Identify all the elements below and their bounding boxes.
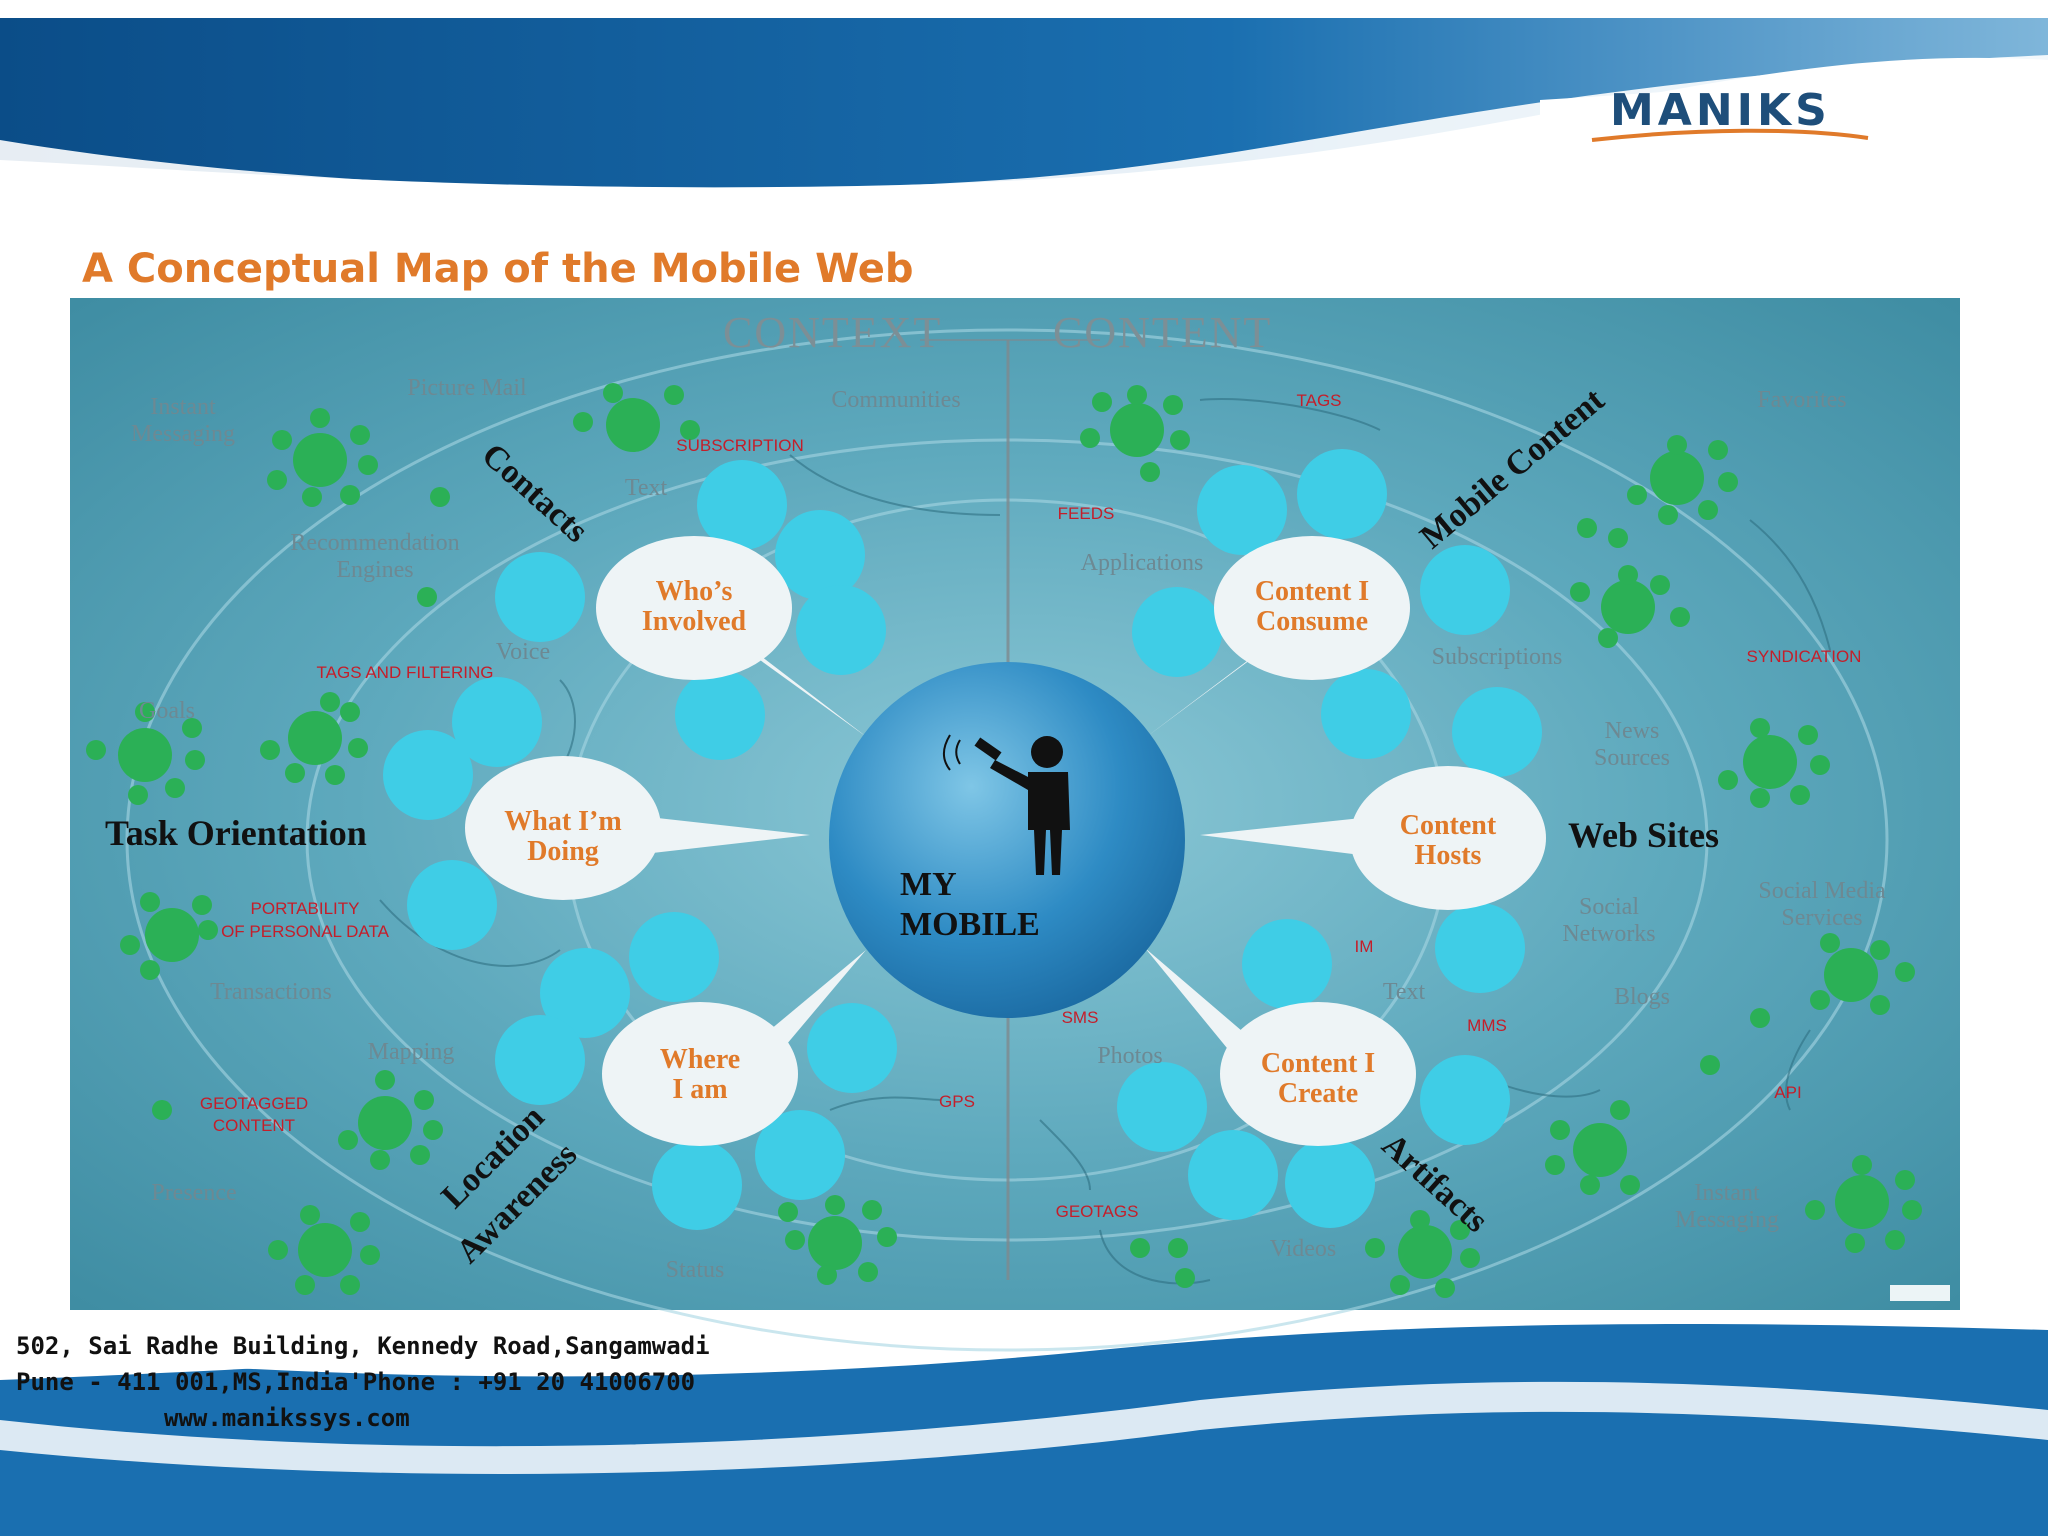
label-news-sources-1: News <box>1605 718 1660 744</box>
label-geotagged-2: CONTENT <box>213 1116 295 1135</box>
content-hosts-line2: Hosts <box>1415 840 1482 871</box>
content-hosts-line1: Content <box>1400 810 1497 841</box>
where-i-am-line1: Where <box>660 1044 740 1075</box>
center-line2: MOBILE <box>900 906 1040 943</box>
label-geotags: GEOTAGS <box>1056 1202 1139 1221</box>
label-picture-mail: Picture Mail <box>407 375 527 401</box>
where-i-am-line2: I am <box>672 1074 727 1105</box>
label-videos: Videos <box>1270 1236 1337 1262</box>
label-im: IM <box>1355 937 1374 956</box>
label-text-bottom: Text <box>1383 979 1426 1005</box>
label-subscription: SUBSCRIPTION <box>676 436 804 455</box>
what-doing-line2: Doing <box>527 836 599 867</box>
label-instant-messaging-right-1: Instant <box>1694 1180 1760 1206</box>
content-create-line2: Create <box>1278 1078 1358 1109</box>
label-tags-and-filtering: TAGS AND FILTERING <box>317 663 494 682</box>
label-presence: Presence <box>151 1180 236 1206</box>
label-instant-messaging-left-2: Messaging <box>131 421 235 447</box>
content-consume-line1: Content I <box>1255 576 1369 607</box>
label-transactions: Transactions <box>210 979 332 1005</box>
label-voice: Voice <box>496 639 550 665</box>
whos-involved-line2: Involved <box>642 606 747 637</box>
footer-line1: 502, Sai Radhe Building, Kennedy Road,Sa… <box>16 1328 710 1364</box>
label-news-sources-2: Sources <box>1594 745 1670 771</box>
label-mapping: Mapping <box>368 1039 455 1065</box>
label-social-networks-1: Social <box>1579 894 1639 920</box>
footer-address: 502, Sai Radhe Building, Kennedy Road,Sa… <box>16 1328 710 1436</box>
content-consume-line2: Consume <box>1256 606 1368 637</box>
label-subscriptions: Subscriptions <box>1432 644 1563 670</box>
content-create-line1: Content I <box>1261 1048 1375 1079</box>
label-syndication: SYNDICATION <box>1747 647 1862 666</box>
label-status: Status <box>666 1257 725 1283</box>
label-applications: Applications <box>1081 550 1204 576</box>
label-mms: MMS <box>1467 1016 1507 1035</box>
label-tags: TAGS <box>1296 391 1341 410</box>
label-recommendation-2: Engines <box>336 557 413 583</box>
label-social-media-1: Social Media <box>1758 878 1886 904</box>
label-photos: Photos <box>1097 1043 1162 1069</box>
label-gps: GPS <box>939 1092 975 1111</box>
label-blogs: Blogs <box>1614 984 1670 1010</box>
label-social-networks-2: Networks <box>1562 921 1655 947</box>
label-goals: Goals <box>139 698 195 724</box>
label-social-media-2: Services <box>1781 905 1862 931</box>
label-portability-1: PORTABILITY <box>251 899 360 918</box>
logo-text: MANIKS <box>1610 85 1831 136</box>
content-label: CONTENT <box>1053 308 1272 357</box>
footer-line2: Pune - 411 001,MS,India'Phone : +91 20 4… <box>16 1364 710 1400</box>
category-task-orientation: Task Orientation <box>105 813 367 853</box>
label-communities: Communities <box>831 387 960 413</box>
label-recommendation-1: Recommendation <box>290 530 459 556</box>
label-portability-2: OF PERSONAL DATA <box>221 922 389 941</box>
center-line1: MY <box>900 866 957 903</box>
whos-involved-line1: Who’s <box>656 576 733 607</box>
my-mobile-center: MY MOBILE <box>829 662 1185 1018</box>
context-label: CONTEXT <box>723 308 942 357</box>
maniks-logo: MANIKS <box>1592 85 1868 140</box>
category-web-sites: Web Sites <box>1568 815 1719 855</box>
label-api: API <box>1774 1083 1801 1102</box>
what-doing-line1: What I’m <box>504 806 621 837</box>
label-feeds: FEEDS <box>1058 504 1115 523</box>
label-instant-messaging-right-2: Messaging <box>1675 1207 1779 1233</box>
label-geotagged-1: GEOTAGGED <box>200 1094 308 1113</box>
label-favorites: Favorites <box>1757 387 1846 413</box>
footer-website: www.manikssys.com <box>16 1400 710 1436</box>
label-text-top: Text <box>625 475 668 501</box>
label-instant-messaging-left-1: Instant <box>150 394 216 420</box>
label-sms: SMS <box>1062 1008 1099 1027</box>
slide-title: A Conceptual Map of the Mobile Web <box>82 246 914 292</box>
